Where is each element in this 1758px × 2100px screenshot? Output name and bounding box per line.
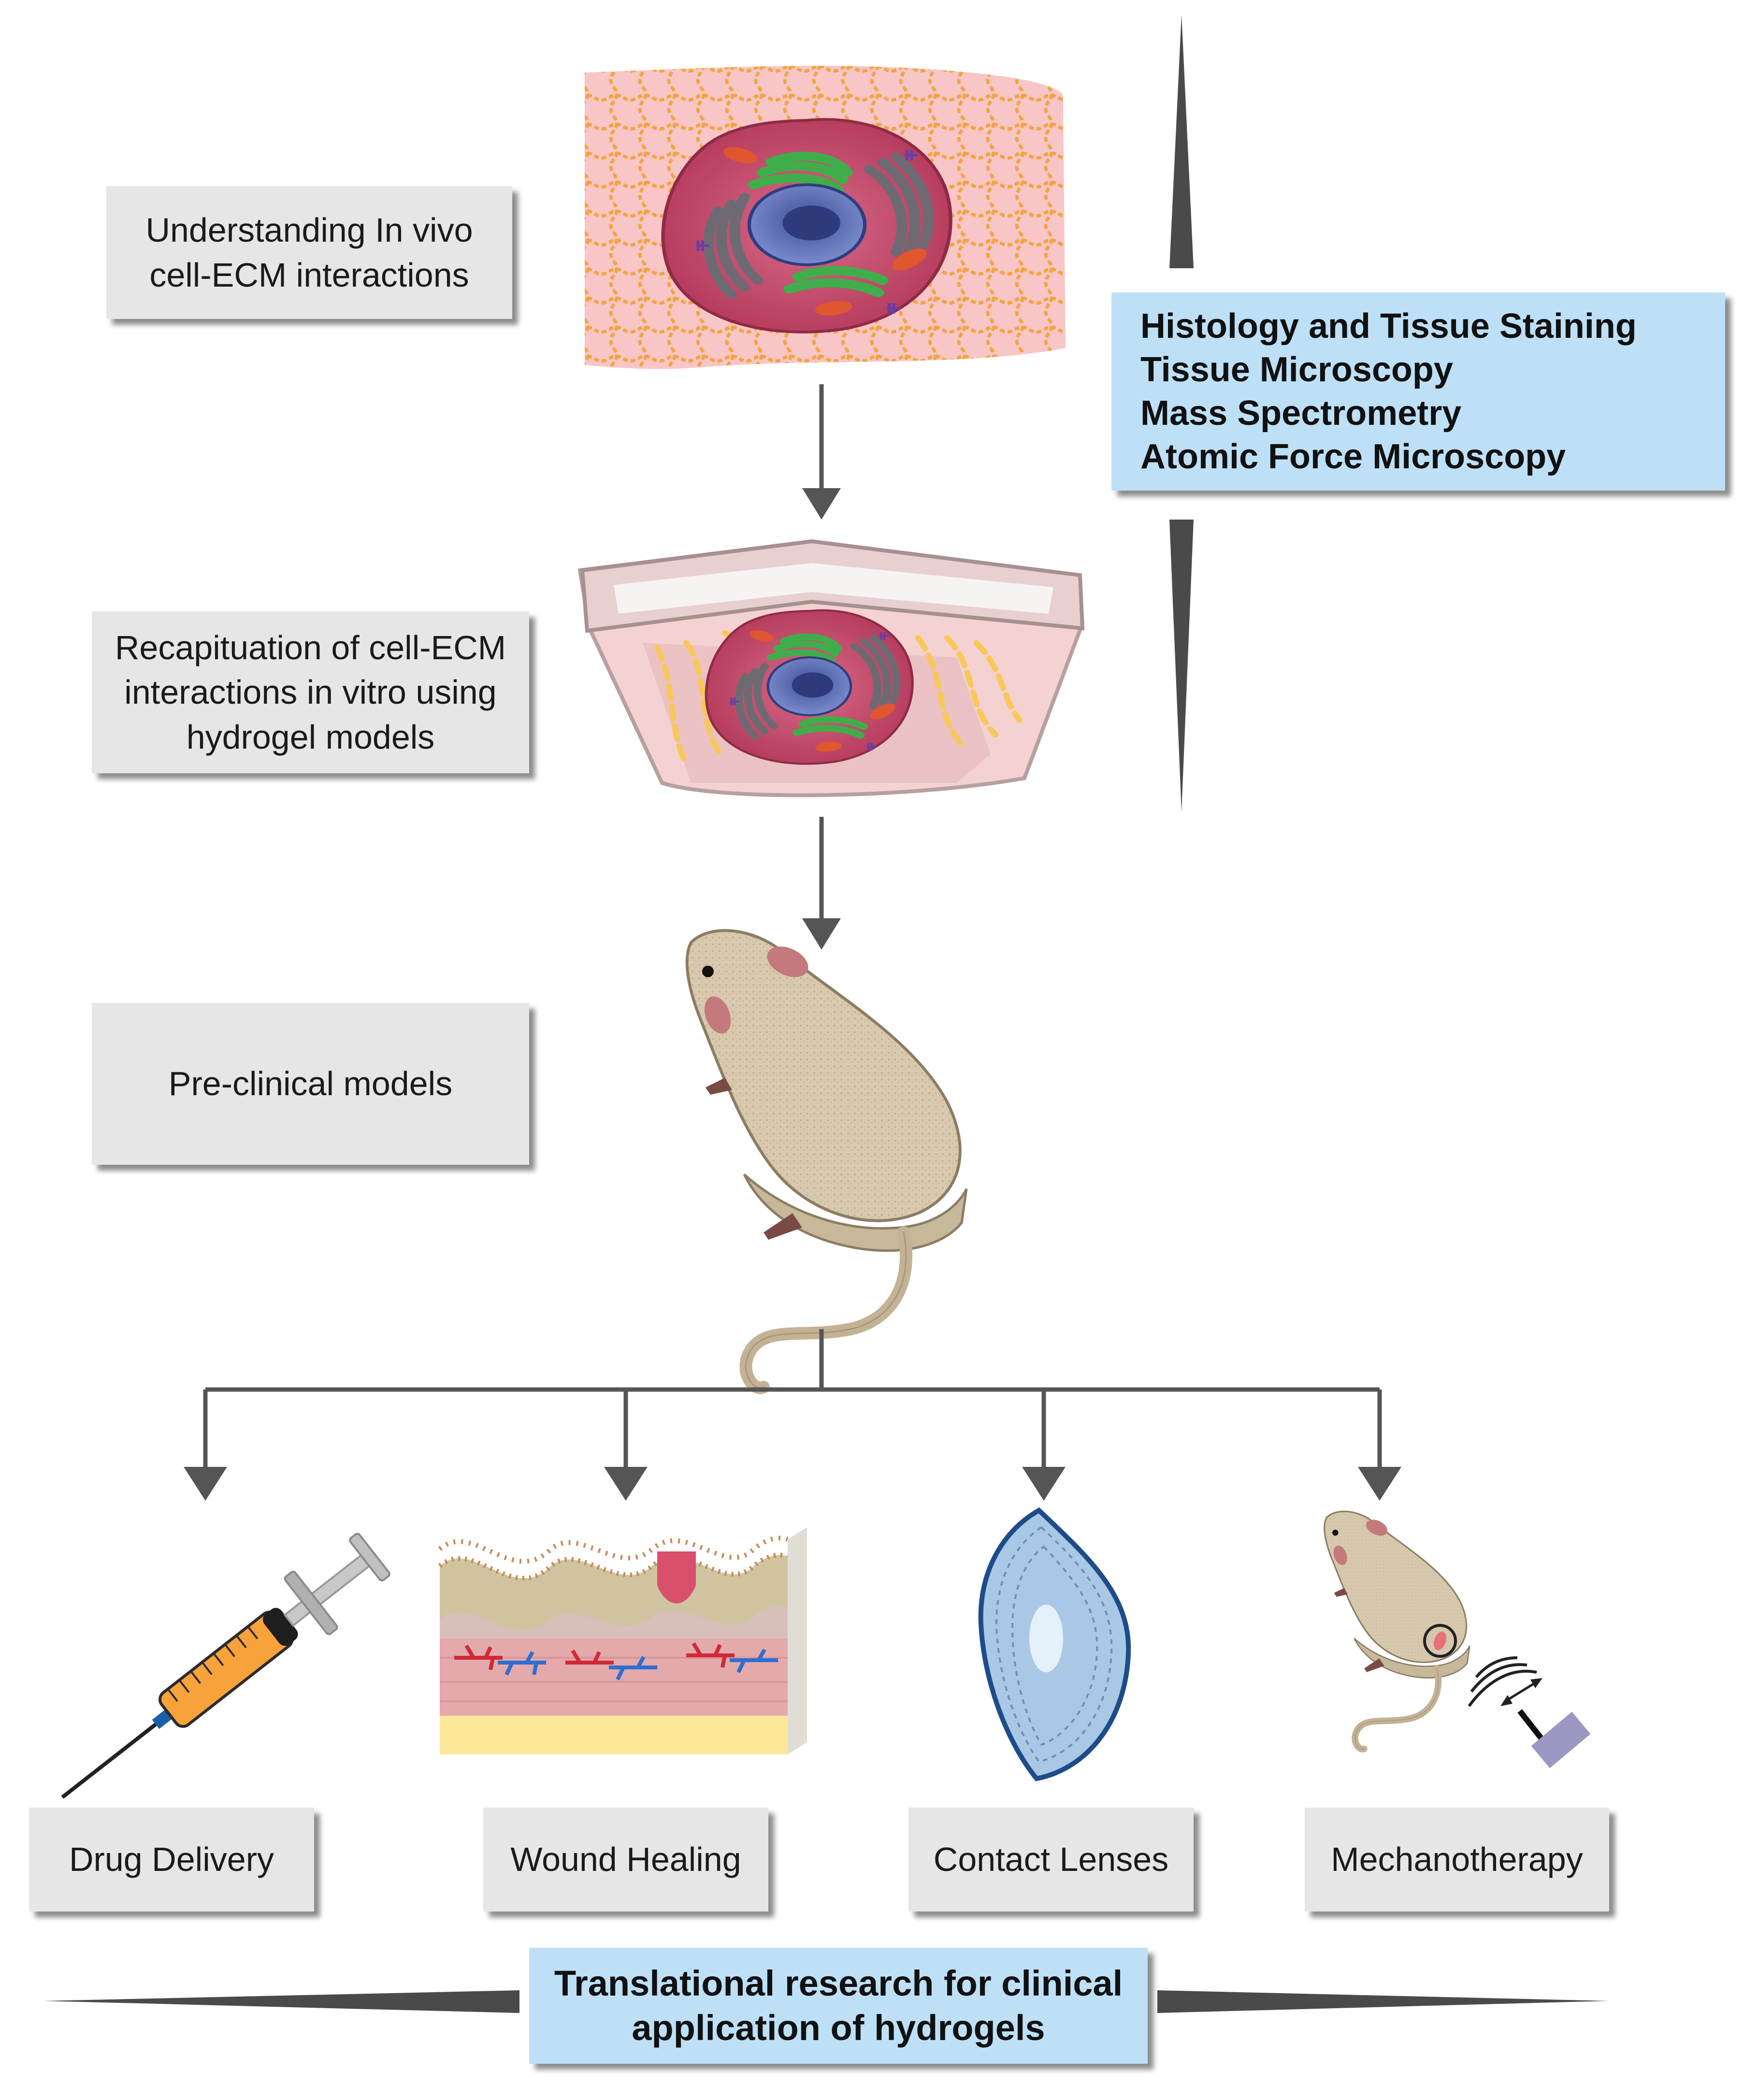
application-mechanotherapy: Mechanotherapy [1305, 1808, 1609, 1912]
application-wound-healing: Wound Healing [483, 1808, 768, 1912]
bottom-wedge-right [1157, 1990, 1609, 2013]
translational-line-2: application of hydrogels [632, 2008, 1045, 2048]
step-in-vivo: Understanding In vivo cell-ECM interacti… [106, 186, 512, 319]
syringe-icon [61, 1533, 390, 1799]
bottom-wedge-left [43, 1990, 519, 2013]
method-item: Mass Spectrometry [1140, 394, 1462, 433]
translational-line-1: Translational research for clinical [554, 1963, 1123, 2003]
side-wedge-top [1169, 14, 1194, 268]
step-in-vitro: Recapituation of cell-ECM interactions i… [92, 611, 529, 773]
flow-arrows [184, 384, 1401, 1501]
application-label: Contact Lenses [933, 1840, 1169, 1879]
methods-panel: Histology and Tissue Staining Tissue Mic… [1111, 292, 1725, 491]
cell-in-tissue-icon [585, 66, 1066, 369]
step-in-vivo-label: Understanding In vivo cell-ECM interacti… [145, 211, 473, 294]
mouse-icon [687, 930, 966, 1388]
mouse-mechanotherapy-icon [1325, 1511, 1591, 1768]
step-preclinical-label: Pre-clinical models [168, 1065, 453, 1103]
application-drug-delivery: Drug Delivery [29, 1808, 314, 1912]
application-label: Drug Delivery [69, 1840, 274, 1879]
application-label: Wound Healing [510, 1840, 741, 1879]
method-item: Atomic Force Microscopy [1140, 437, 1566, 476]
method-item: Tissue Microscopy [1140, 350, 1453, 389]
cell-in-hydrogel-dish-icon [577, 539, 1085, 797]
application-label: Mechanotherapy [1331, 1840, 1583, 1879]
step-preclinical: Pre-clinical models [92, 1003, 529, 1165]
contact-lens-icon [978, 1507, 1131, 1781]
application-contact-lenses: Contact Lenses [908, 1808, 1194, 1912]
method-item: Histology and Tissue Staining [1140, 307, 1637, 346]
step-in-vitro-label: Recapituation of cell-ECM interactions i… [115, 628, 506, 756]
skin-wound-icon [438, 1527, 807, 1754]
side-wedge-bottom [1169, 520, 1194, 812]
translational-panel: Translational research for clinical appl… [529, 1948, 1148, 2064]
